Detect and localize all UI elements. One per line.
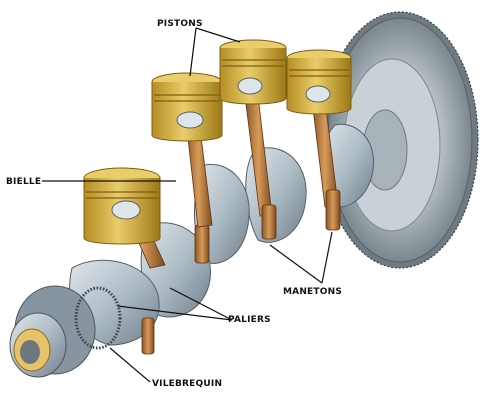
label-vilebrequin: VILEBREQUIN xyxy=(152,379,222,389)
piston-4 xyxy=(286,49,352,115)
label-pistons: PISTONS xyxy=(157,19,203,29)
vilebrequin-leader xyxy=(109,347,151,383)
label-bielle: BIELLE xyxy=(6,177,41,187)
crankshaft-body xyxy=(69,123,374,346)
label-manetons: MANETONS xyxy=(283,287,342,297)
pistons-leader-2 xyxy=(195,27,241,43)
manetons-leader xyxy=(269,244,323,284)
front-pulley xyxy=(9,285,122,378)
piston-1 xyxy=(83,167,161,245)
piston-2 xyxy=(151,72,223,142)
paliers-leader xyxy=(169,287,233,321)
manetons-leader-2 xyxy=(321,231,333,284)
pistons-leader xyxy=(189,27,197,77)
flywheel xyxy=(321,11,479,269)
leader-lines xyxy=(42,27,333,383)
label-paliers: PALIERS xyxy=(228,315,271,325)
piston-3 xyxy=(219,39,287,105)
paliers-leader-2 xyxy=(117,305,233,321)
